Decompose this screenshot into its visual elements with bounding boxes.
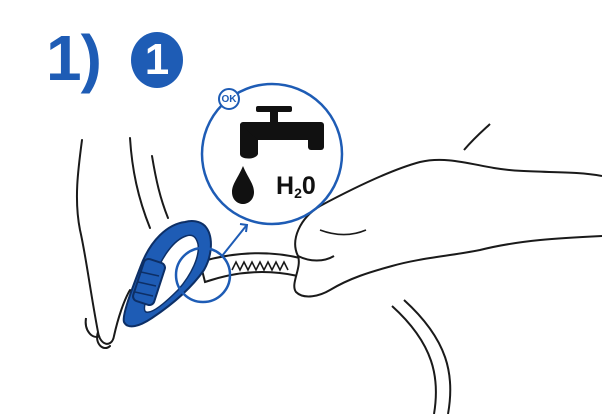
water-tap-icon — [240, 106, 324, 159]
ok-badge: OK — [218, 88, 240, 110]
left-hand — [75, 137, 169, 350]
formula-main: H — [276, 172, 295, 200]
rope-inner — [391, 305, 437, 414]
step-number-badge: 1 — [131, 32, 183, 88]
step-label: 1) — [46, 22, 102, 94]
formula-tail: 0 — [301, 172, 316, 200]
joint-highlight-ring — [174, 246, 232, 304]
right-hand — [293, 158, 602, 298]
rope — [403, 299, 452, 414]
sling-spring — [231, 260, 289, 272]
water-drop-icon — [232, 166, 254, 204]
callout-pointer — [221, 225, 247, 257]
h2o-formula: H20 — [276, 172, 316, 201]
formula-subscript: 2 — [294, 185, 302, 201]
